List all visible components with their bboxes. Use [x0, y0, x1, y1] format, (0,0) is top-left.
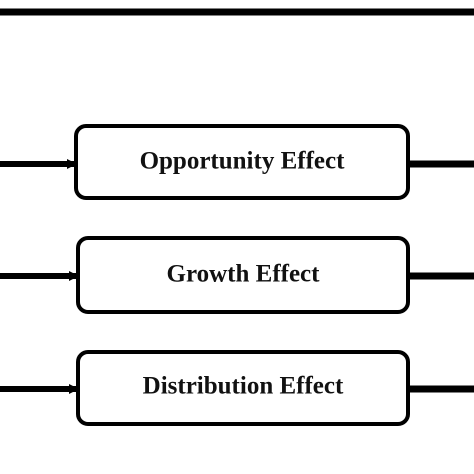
growth-effect-label: Growth Effect — [167, 261, 321, 288]
opportunity-effect-label: Opportunity Effect — [140, 148, 346, 175]
distribution-effect-label: Distribution Effect — [143, 373, 344, 400]
